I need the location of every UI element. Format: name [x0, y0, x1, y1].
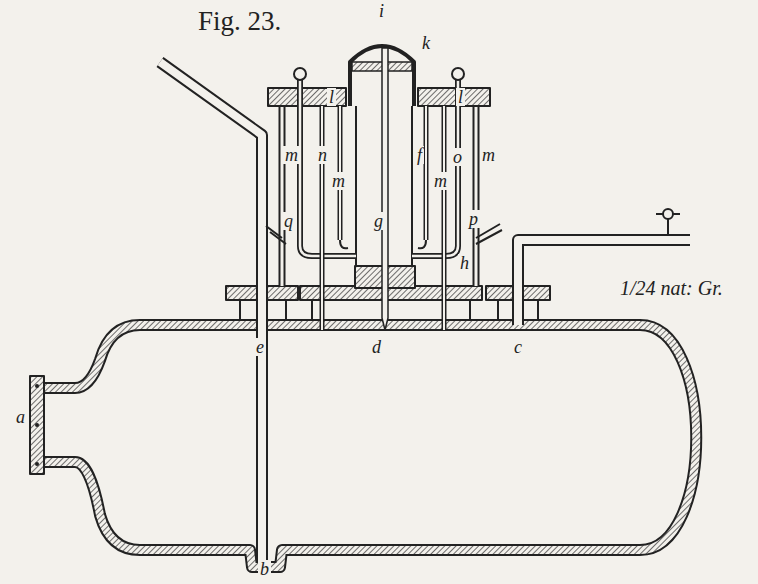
part-letter: q [282, 212, 295, 230]
scale-note: 1/24 nat: Gr. [618, 278, 725, 298]
part-letter: b [258, 560, 271, 578]
part-letter: e [254, 338, 266, 356]
part-letter: m [330, 172, 347, 190]
part-letter: p [467, 210, 480, 228]
part-letter: d [370, 338, 383, 356]
part-letter: o [451, 148, 464, 166]
part-letter: l [327, 88, 336, 106]
part-letter: n [316, 146, 329, 164]
part-letter: l [456, 88, 465, 106]
part-letter: c [512, 338, 524, 356]
part-letter: f [415, 146, 424, 164]
figure-title: Fig. 23. [198, 8, 281, 35]
part-letter: m [283, 146, 300, 164]
part-letter: m [432, 172, 449, 190]
part-letter: m [480, 146, 497, 164]
part-letter: k [420, 34, 432, 52]
part-letter: h [458, 254, 471, 272]
part-letter: i [377, 2, 386, 20]
part-letter: a [14, 408, 27, 426]
part-letter: g [372, 212, 385, 230]
